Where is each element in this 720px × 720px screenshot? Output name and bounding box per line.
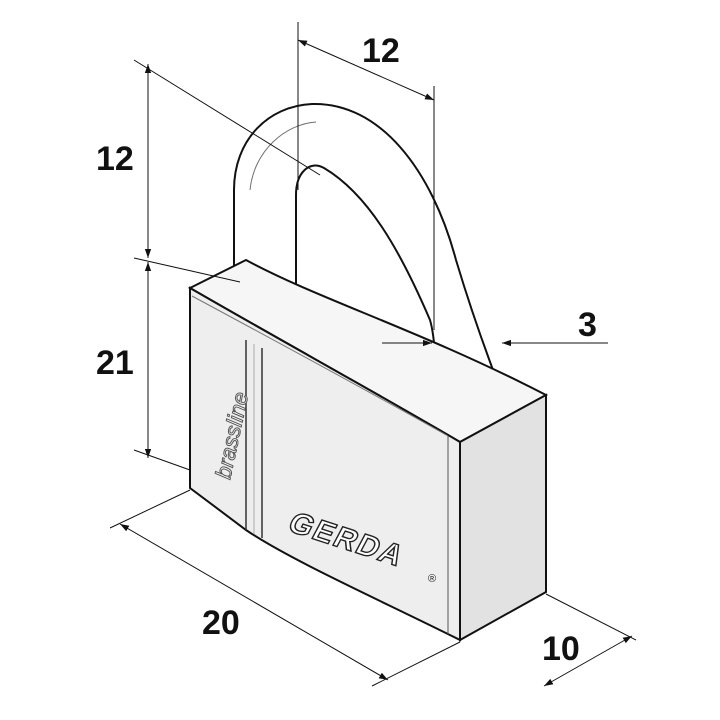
dimension-shackle-diameter: 3: [578, 306, 597, 344]
body-side-face: [459, 393, 547, 642]
dimension-lines: [109, 22, 637, 687]
dimension-shackle-clearance-height: 12: [96, 140, 134, 178]
dimension-body-height: 21: [96, 344, 134, 382]
brand-registered-mark: ®: [428, 573, 436, 585]
dimension-body-depth: 10: [542, 630, 580, 668]
dimension-shackle-clearance-width: 12: [362, 32, 400, 70]
dimension-body-width: 20: [202, 604, 240, 642]
padlock-body: [187, 258, 549, 642]
